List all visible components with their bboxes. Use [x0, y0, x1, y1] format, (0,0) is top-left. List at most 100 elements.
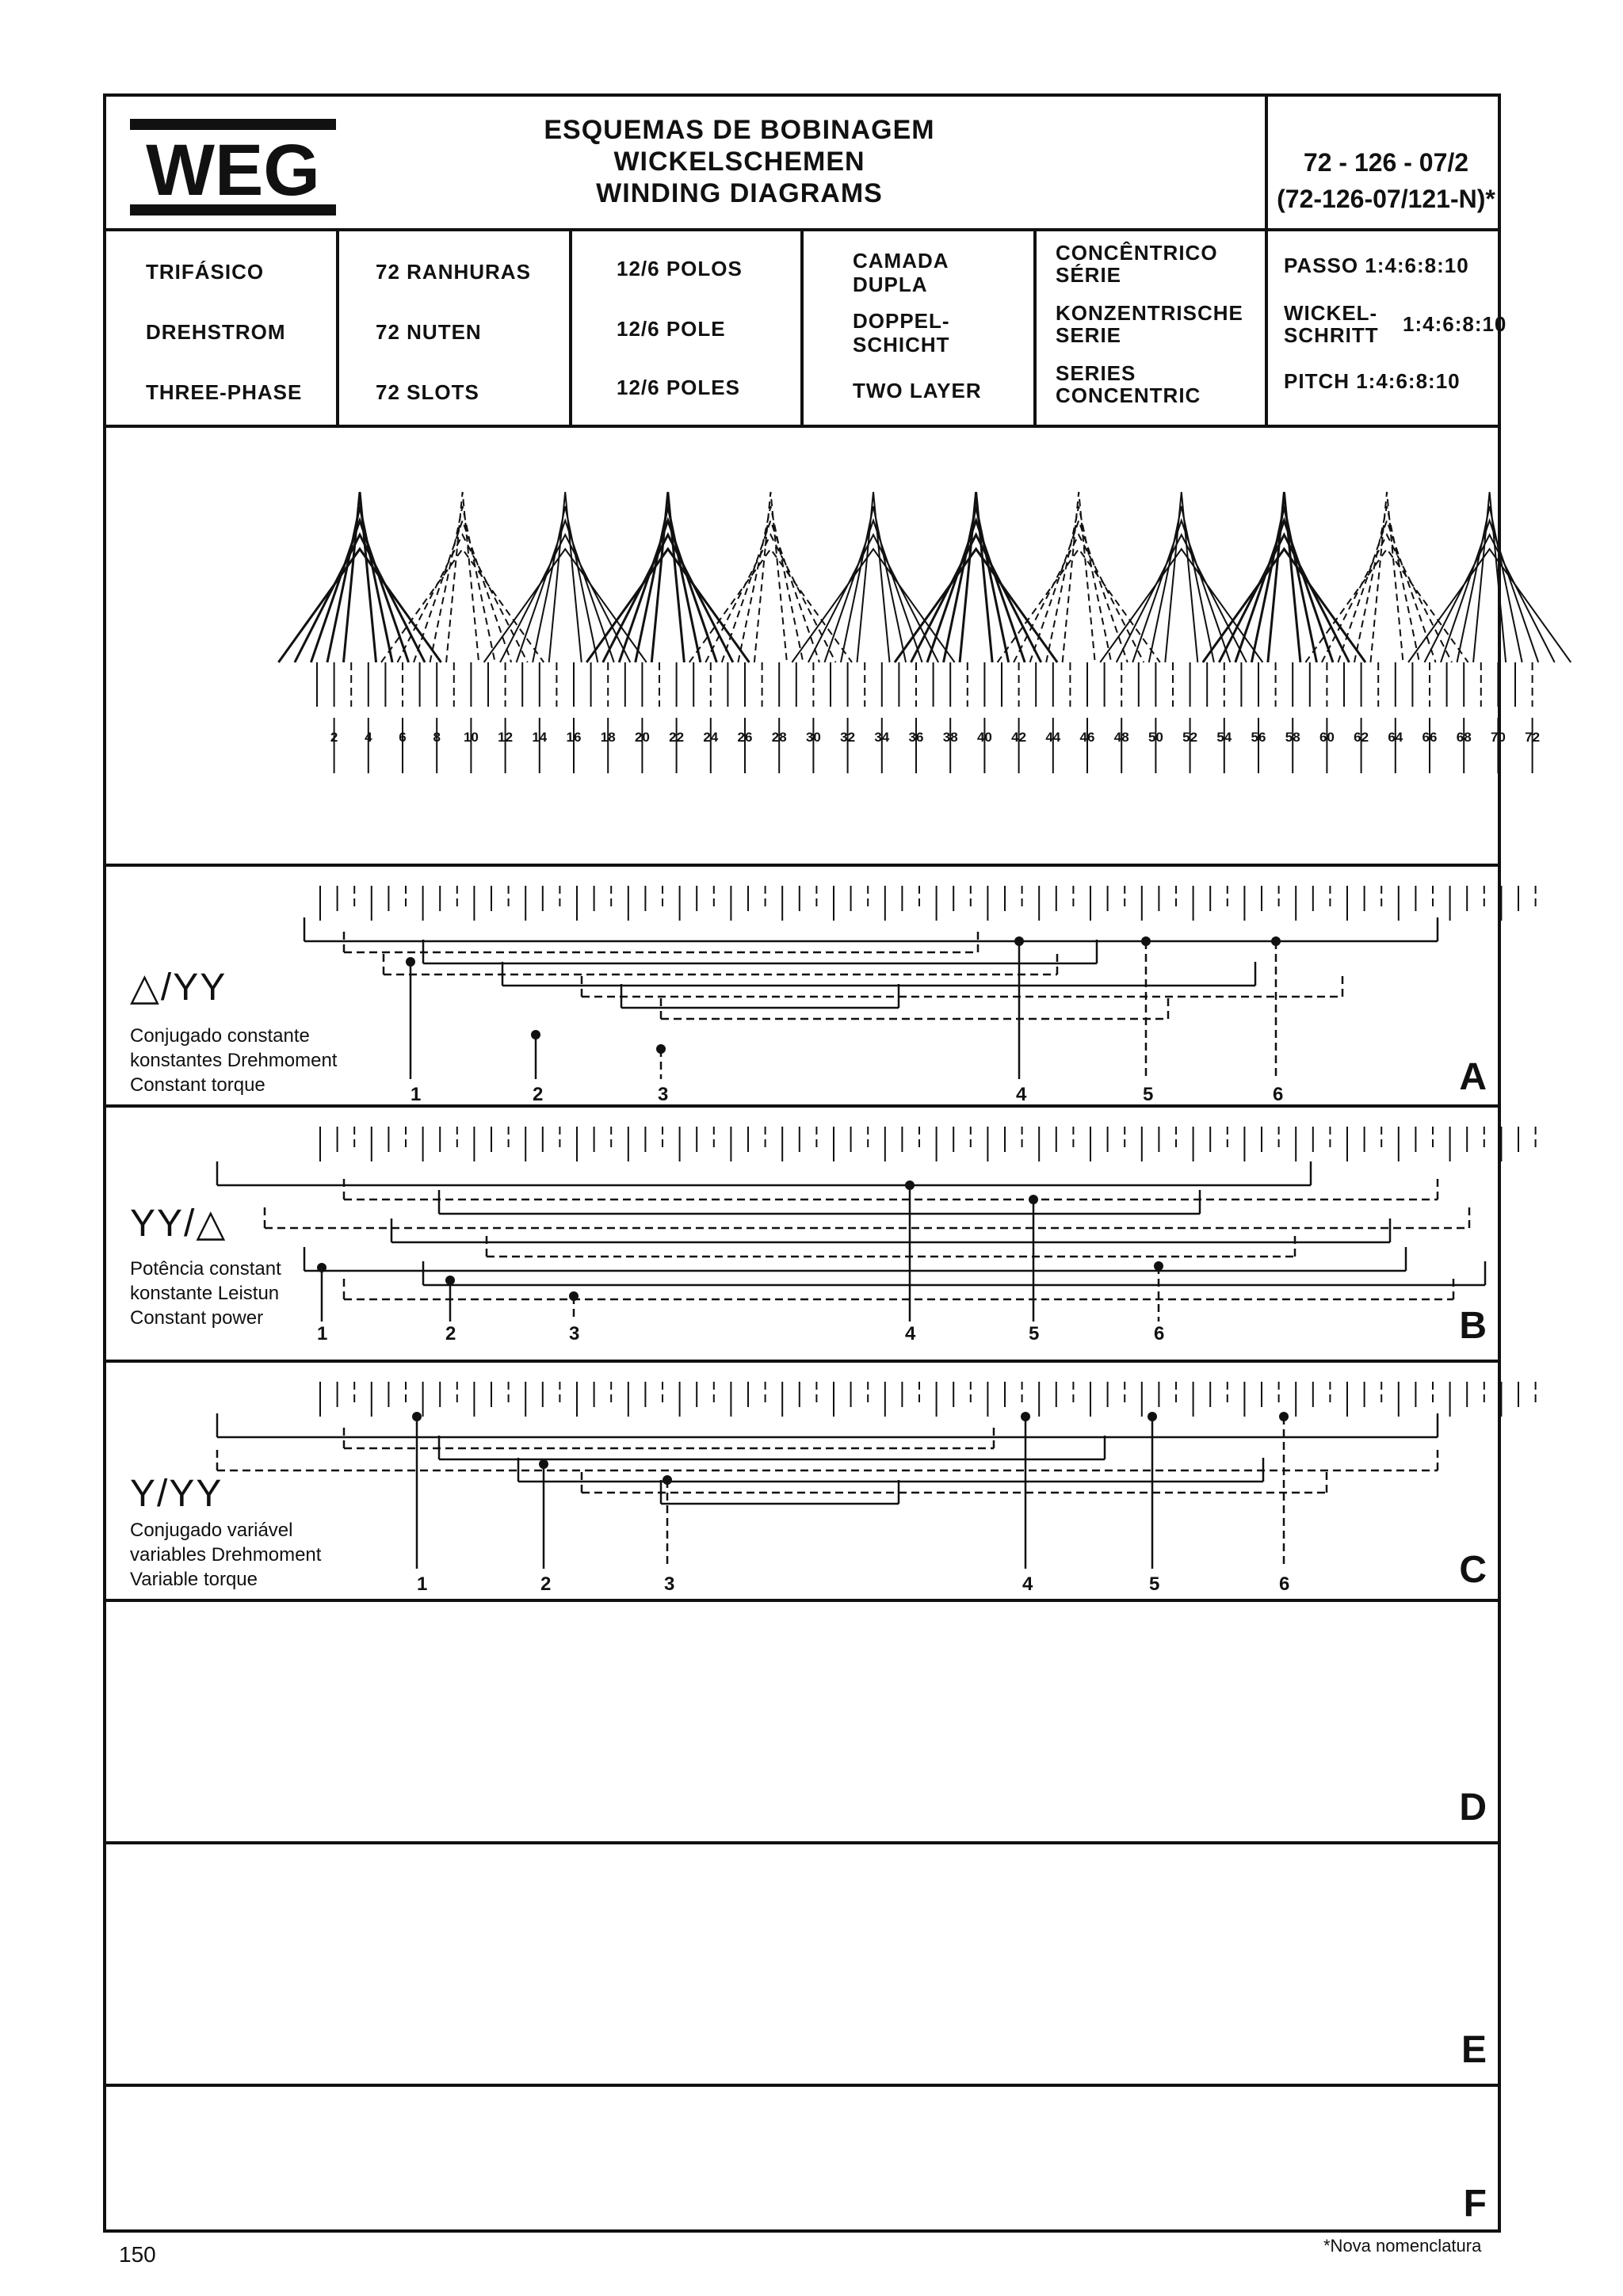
slot-number: 12 [498, 730, 513, 745]
title-line-de: WICKELSCHEMEN [613, 147, 865, 177]
coil-loop [1337, 517, 1437, 663]
coil-loop [1115, 532, 1247, 663]
panel-f: F [106, 2085, 1498, 2233]
coil-loop [737, 505, 804, 663]
terminal-label: 5 [1149, 1573, 1160, 1595]
terminal-label: 6 [1273, 1084, 1284, 1105]
coil-loop [634, 505, 702, 663]
spec-phase-pt: TRIFÁSICO [146, 260, 265, 284]
terminal-label: 4 [1016, 1084, 1027, 1105]
caption-line: variables Drehmoment [130, 1544, 322, 1566]
coil-loop [617, 517, 718, 663]
coil-loop [893, 547, 1059, 663]
slot-number: 18 [601, 730, 616, 745]
coil-loop [720, 517, 820, 663]
junction-dot [905, 1180, 915, 1190]
slot-number: 62 [1354, 730, 1369, 745]
coil-loop [515, 517, 615, 663]
panel-label: D [1459, 1787, 1487, 1829]
coil-loop [1099, 547, 1264, 663]
caption-line: Potência constant [130, 1258, 281, 1280]
slot-number: 32 [840, 730, 855, 745]
junction-dot [1154, 1261, 1163, 1271]
spec-layer-de-1: DOPPEL- [853, 309, 950, 333]
slot-number: 48 [1114, 730, 1129, 745]
coil-loop [1321, 532, 1453, 663]
coil-loop [413, 517, 513, 663]
caption-line: Conjugado variável [130, 1520, 293, 1541]
caption-line: konstantes Drehmoment [130, 1050, 338, 1071]
junction-dot [412, 1412, 422, 1421]
slot-number: 6 [399, 730, 406, 745]
slot-number: 50 [1148, 730, 1163, 745]
slot-number: 38 [943, 730, 958, 745]
coil-loop [499, 532, 632, 663]
coil-loop [839, 505, 907, 663]
slot-number: 66 [1423, 730, 1438, 745]
coil-loop [1456, 505, 1523, 663]
slot-number: 60 [1319, 730, 1335, 745]
connection-diagram-b [216, 1127, 1537, 1322]
page-title: ESQUEMAS DE BOBINAGEM WICKELSCHEMEN WIND… [336, 114, 1143, 209]
caption-line: Conjugado constante [130, 1025, 310, 1047]
slot-number: 64 [1388, 730, 1403, 745]
terminal-label: 1 [411, 1084, 422, 1105]
panel-divider [106, 2084, 1498, 2087]
slot-number: 72 [1525, 730, 1540, 745]
slot-number: 44 [1045, 730, 1060, 745]
coil-loop [1164, 491, 1199, 663]
caption-line: Variable torque [130, 1569, 258, 1590]
spec-pitch-de-1: WICKEL- [1284, 301, 1378, 325]
coil-loop [445, 491, 480, 663]
connection-symbol: YY/△ [130, 1203, 227, 1245]
slot-number: 24 [703, 730, 718, 745]
terminal-label: 1 [417, 1573, 428, 1595]
coil-loop [823, 517, 923, 663]
coil-loop [1266, 491, 1302, 663]
coil-loop [996, 547, 1161, 663]
coil-loop [958, 491, 994, 663]
junction-dot [1014, 936, 1024, 946]
junction-dot [656, 1044, 666, 1054]
panel-caption: Conjugado constante konstantes Drehmomen… [130, 1024, 337, 1097]
junction-dot [445, 1276, 455, 1285]
panel-caption: Conjugado variável variables Drehmoment … [130, 1518, 321, 1592]
spec-bottom-line [106, 425, 1498, 428]
footnote: *Nova nomenclatura [1323, 2236, 1482, 2256]
coil-loop [483, 547, 647, 663]
junction-dot [1279, 1412, 1289, 1421]
spec-winding-en-2: CONCENTRIC [1056, 383, 1201, 407]
spec-pitch-pt: PASSO 1:4:6:8:10 [1284, 254, 1469, 277]
panel-divider [106, 1104, 1498, 1108]
spec-winding-en-1: SERIES [1056, 361, 1136, 385]
spec-poles-pt: 12/6 POLOS [617, 257, 743, 280]
panel-divider [106, 1360, 1498, 1363]
junction-dot [1029, 1195, 1038, 1204]
junction-dot [1148, 1412, 1157, 1421]
coil-loop [1013, 532, 1145, 663]
coil-loop [808, 532, 939, 663]
junction-dot [539, 1459, 548, 1469]
slot-number: 70 [1491, 730, 1506, 745]
coil-loop [1148, 505, 1215, 663]
spec-winding-de-2: SERIE [1056, 323, 1122, 347]
spec-poles-de: 12/6 POLE [617, 317, 726, 341]
connection-symbol: Y/YY [130, 1473, 223, 1515]
terminal-label: 1 [317, 1323, 328, 1344]
panel-divider [106, 864, 1498, 867]
terminal-label: 2 [445, 1323, 456, 1344]
slot-number: 30 [806, 730, 821, 745]
coil-loop [856, 491, 891, 663]
coil-loop [1369, 491, 1404, 663]
spec-divider [1265, 228, 1268, 426]
coil-loop [532, 505, 599, 663]
diagram-code: 72 - 126 - 07/2 (72-126-07/121-N)* [1271, 144, 1501, 217]
panel-label: E [1461, 2029, 1487, 2071]
coil-loop [791, 547, 956, 663]
panel-caption: Potência constant konstante Leistun Cons… [130, 1257, 281, 1330]
panel-label: A [1459, 1056, 1487, 1098]
coil-loop [548, 491, 582, 663]
terminal-label: 3 [664, 1573, 675, 1595]
coil-loop [753, 491, 788, 663]
junction-dot [663, 1475, 672, 1485]
